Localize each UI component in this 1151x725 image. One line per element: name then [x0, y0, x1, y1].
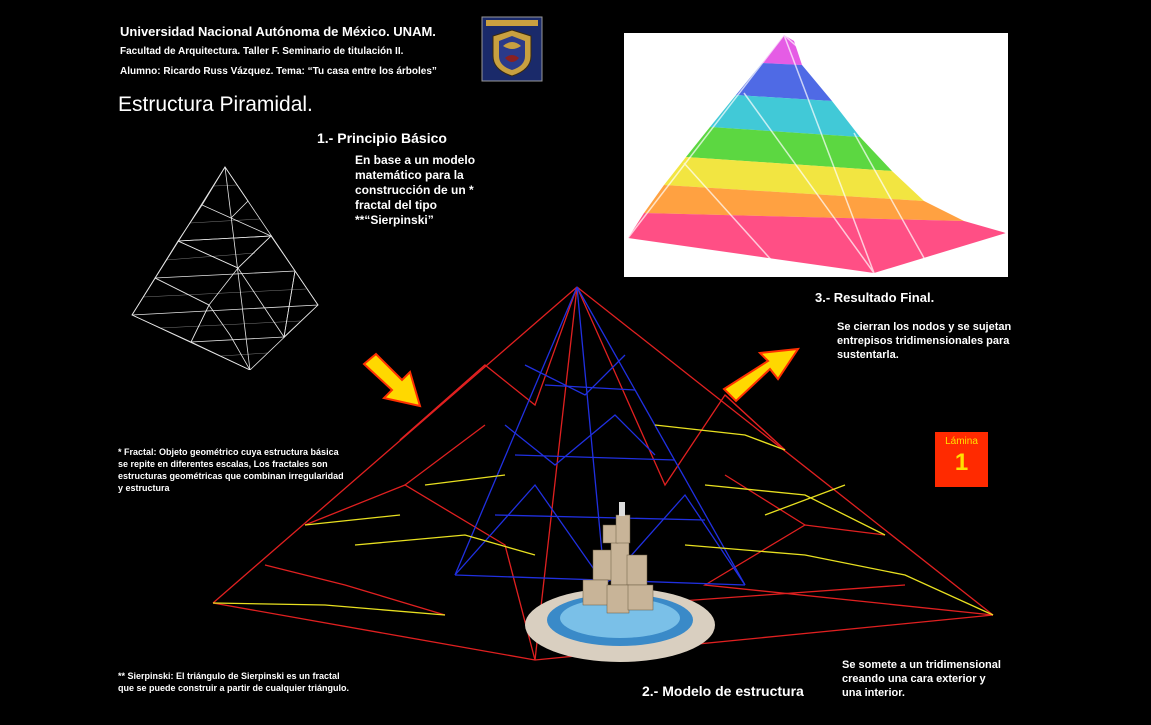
- section2-text: Se somete a un tridimensional creando un…: [842, 659, 1001, 699]
- faculty-line: Facultad de Arquitectura. Taller F. Semi…: [120, 46, 404, 57]
- section3-text: Se cierran los nodos y se sujetan entrep…: [837, 321, 1012, 361]
- university-name: Universidad Nacional Autónoma de México.…: [120, 24, 436, 39]
- rainbow-pyramid-photo: [624, 33, 1008, 277]
- fountain-render: [523, 500, 718, 665]
- arrow-up-right-icon: [720, 345, 801, 405]
- section1-text: En base a un modelo matemático para la c…: [355, 153, 476, 227]
- section1-heading: 1.- Principio Básico: [317, 130, 447, 146]
- sierpinski-pyramid-image: [130, 165, 320, 371]
- sierpinski-note: ** Sierpinski: El triángulo de Sierpinsk…: [118, 671, 350, 693]
- lamina-number: 1: [954, 449, 969, 476]
- lamina-label: Lámina: [945, 436, 978, 447]
- section3-heading: 3.- Resultado Final.: [815, 290, 935, 305]
- page-title: Estructura Piramidal.: [118, 93, 313, 116]
- student-line: Alumno: Ricardo Russ Vázquez. Tema: “Tu …: [120, 66, 437, 77]
- fractal-note: * Fractal: Objeto geométrico cuya estruc…: [118, 447, 344, 493]
- section2-heading: 2.- Modelo de estructura: [642, 683, 804, 699]
- unam-seal-icon: [481, 16, 543, 82]
- lamina-badge: Lámina 1: [935, 432, 988, 487]
- arrow-down-right-icon: [360, 350, 426, 410]
